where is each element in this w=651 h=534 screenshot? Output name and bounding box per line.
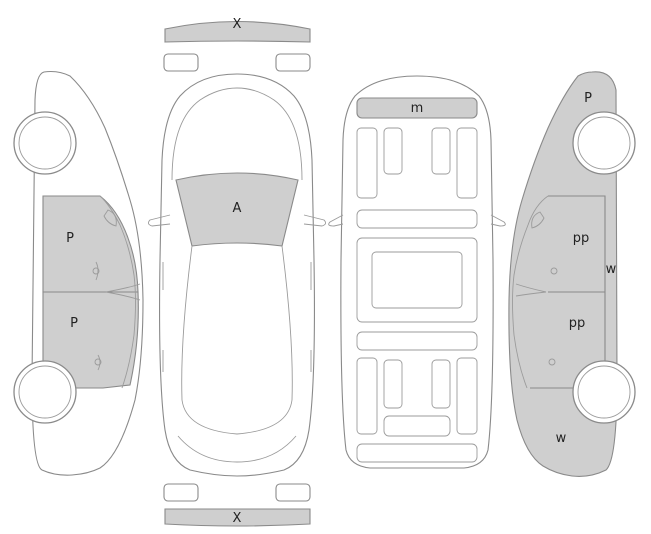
left-rear-wheel bbox=[13, 360, 77, 424]
right-front-wheel bbox=[572, 111, 636, 175]
top-view: A bbox=[147, 73, 327, 477]
interior-view: m bbox=[328, 75, 506, 469]
rear-right-part bbox=[275, 483, 311, 502]
roof-panel bbox=[356, 97, 478, 119]
left-front-wheel bbox=[13, 111, 77, 175]
roof-label: m bbox=[411, 101, 424, 116]
rear-bumper-label: X bbox=[233, 511, 242, 526]
left-rear-door bbox=[42, 291, 139, 389]
windshield-label: A bbox=[233, 201, 242, 216]
right-side-view: P pp w pp w bbox=[508, 71, 636, 477]
right-rear-wheel bbox=[572, 360, 636, 424]
right-front-door-label: pp bbox=[573, 231, 590, 246]
right-rear-fender-label: P bbox=[584, 91, 592, 106]
left-side-view: P P bbox=[13, 70, 144, 476]
front-right-part bbox=[275, 53, 311, 72]
left-rear-door-label: P bbox=[70, 316, 78, 331]
right-rocker-label: w bbox=[606, 262, 617, 277]
left-front-door bbox=[42, 195, 139, 293]
right-front-fender-label: w bbox=[556, 431, 567, 446]
rear-bumper bbox=[164, 508, 311, 527]
left-front-door-label: P bbox=[66, 231, 74, 246]
front-bumper-label: X bbox=[233, 17, 242, 32]
front-left-part bbox=[163, 53, 199, 72]
front-bumper bbox=[164, 20, 311, 43]
windshield bbox=[175, 172, 299, 247]
rear-left-part bbox=[163, 483, 199, 502]
right-rear-door-label: pp bbox=[569, 316, 586, 331]
